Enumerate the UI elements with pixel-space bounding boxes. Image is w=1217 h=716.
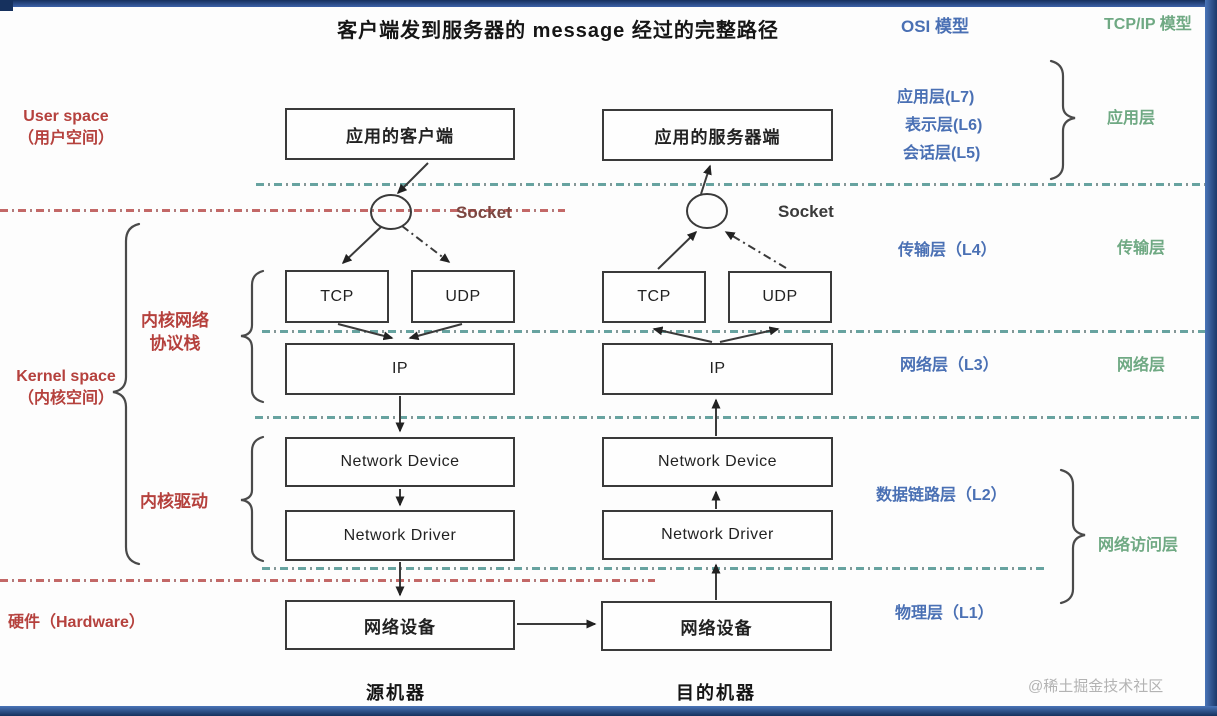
frame-top-bar: [0, 0, 1217, 7]
osi-layer-presentation: 表示层(L6): [905, 117, 983, 134]
tcpip-layer-network: 网络层: [1117, 357, 1166, 374]
kernel-net-stack-line2: 协议栈: [149, 333, 201, 353]
divider-transport-network: [262, 330, 1205, 333]
src-tcp-box: TCP: [285, 270, 389, 323]
divider-datalink-physical: [262, 567, 1046, 570]
dst-network-driver-box: Network Driver: [602, 510, 833, 560]
src-network-driver-box: Network Driver: [285, 510, 515, 561]
arrow-dst-tcp-to-socket: [657, 230, 698, 270]
arrow-src-socket-to-tcp: [341, 226, 382, 265]
tcpip-model-header: TCP/IP 模型: [1104, 16, 1192, 33]
frame-corner-chip: [0, 0, 13, 11]
arrow-src-socket-to-udp: [401, 225, 451, 263]
kernel-space-label: Kernel space （内核空间）: [0, 366, 132, 409]
brace-osi-application-group: [1049, 59, 1076, 181]
osi-layer-transport: 传输层（L4）: [898, 242, 997, 259]
dst-ip-box: IP: [602, 343, 833, 395]
osi-layer-application: 应用层(L7): [897, 89, 975, 106]
src-hardware-device-box: 网络设备: [285, 600, 515, 650]
src-udp-box: UDP: [411, 270, 515, 323]
dst-hardware-device-box: 网络设备: [601, 601, 832, 651]
frame-right-bar: [1205, 0, 1217, 716]
frame-bottom-bar: [0, 706, 1217, 716]
brace-network-access-group: [1059, 468, 1086, 605]
page-title: 客户端发到服务器的 message 经过的完整路径: [337, 20, 779, 42]
brace-kernel-driver: [240, 435, 265, 563]
watermark: @稀土掘金技术社区: [1028, 678, 1164, 695]
kernel-driver-label: 内核驱动: [140, 492, 208, 511]
osi-layer-network: 网络层（L3）: [900, 357, 999, 374]
arrow-src-app-to-socket: [396, 162, 429, 195]
osi-layer-session: 会话层(L5): [903, 145, 981, 162]
tcpip-layer-network-access: 网络访问层: [1098, 537, 1179, 554]
dst-network-device-box: Network Device: [602, 437, 833, 487]
kernel-net-stack-label: 内核网络 协议栈: [128, 310, 222, 356]
src-socket-circle: [370, 194, 412, 230]
osi-layer-datalink: 数据链路层（L2）: [876, 487, 1007, 504]
osi-layer-physical: 物理层（L1）: [895, 605, 994, 622]
dst-socket-circle: [686, 193, 728, 229]
dst-app-server-box: 应用的服务器端: [602, 109, 833, 161]
divider-network-datalink: [255, 416, 1203, 419]
divider-user-kernel: [0, 209, 565, 212]
src-ip-box: IP: [285, 343, 515, 395]
src-network-device-box: Network Device: [285, 437, 515, 487]
user-space-label-zh: （用户空间）: [17, 129, 114, 147]
tcpip-layer-application: 应用层: [1107, 110, 1156, 127]
src-socket-label: Socket: [456, 203, 512, 222]
src-app-client-box: 应用的客户端: [285, 108, 515, 160]
divider-session-transport: [256, 183, 1205, 186]
hardware-label: 硬件（Hardware）: [8, 614, 145, 631]
kernel-net-stack-line1: 内核网络: [141, 311, 209, 330]
arrow-dst-socket-to-app: [700, 164, 712, 195]
dst-tcp-box: TCP: [602, 271, 706, 323]
kernel-space-label-en: Kernel space: [16, 368, 116, 385]
tcpip-layer-transport: 传输层: [1117, 240, 1166, 257]
dest-machine-caption: 目的机器: [676, 683, 756, 703]
divider-kernel-hardware: [0, 579, 655, 582]
dst-udp-box: UDP: [728, 271, 832, 323]
osi-model-header: OSI 模型: [901, 17, 970, 36]
user-space-label-en: User space: [23, 108, 109, 125]
source-machine-caption: 源机器: [366, 683, 426, 703]
brace-kernel-net-stack: [240, 269, 265, 404]
arrow-dst-udp-to-socket: [724, 231, 787, 269]
user-space-label: User space （用户空间）: [0, 106, 132, 149]
dst-socket-label: Socket: [778, 202, 834, 221]
kernel-space-label-zh: （内核空间）: [17, 389, 114, 407]
